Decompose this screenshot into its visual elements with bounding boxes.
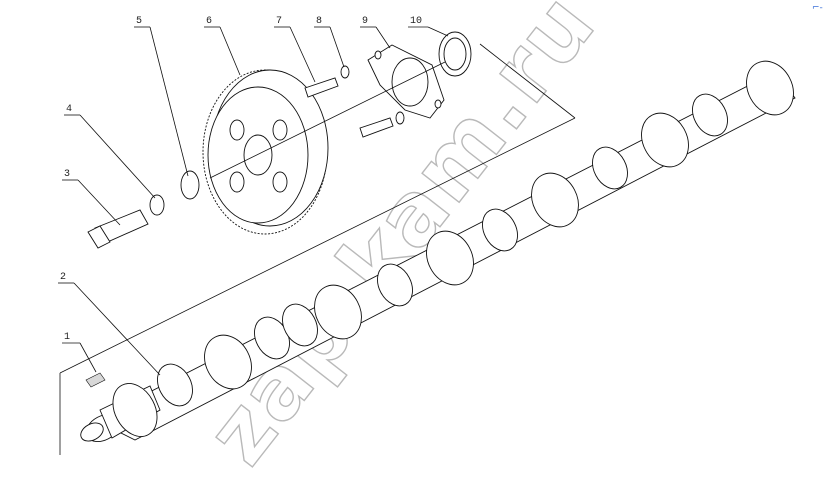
- callout-label-9: 9: [362, 16, 368, 27]
- lock-washer: [149, 194, 165, 216]
- callout-label-3: 3: [64, 169, 70, 180]
- callout-5: 5: [134, 16, 189, 177]
- flange-bolts: [304, 77, 394, 138]
- callout-7: 7: [274, 16, 316, 83]
- camshaft: [80, 60, 796, 443]
- callout-9: 9: [360, 16, 391, 49]
- callout-6: 6: [204, 16, 241, 76]
- callout-10: 10: [408, 16, 449, 37]
- callout-label-10: 10: [410, 16, 422, 27]
- flange-washer-1: [340, 65, 350, 79]
- spacer-ring: [438, 31, 472, 77]
- callout-1: 1: [62, 332, 97, 373]
- callout-label-4: 4: [66, 104, 72, 115]
- callout-label-1: 1: [64, 332, 70, 343]
- callout-label-8: 8: [316, 16, 322, 27]
- callout-8: 8: [314, 16, 345, 68]
- flange-washer-2: [395, 111, 405, 125]
- gear-bolt: [87, 209, 149, 249]
- callout-4: 4: [64, 104, 156, 199]
- callout-label-7: 7: [276, 16, 282, 27]
- callout-2: 2: [58, 272, 161, 376]
- thrust-washer: [180, 170, 200, 200]
- camshaft-frame: [59, 43, 576, 455]
- callout-label-2: 2: [60, 272, 66, 283]
- assembly-axis: [209, 61, 446, 179]
- callout-label-6: 6: [206, 16, 212, 27]
- callout-3: 3: [62, 169, 121, 226]
- callout-label-5: 5: [136, 16, 142, 27]
- corner-mark: ⌐-: [812, 3, 823, 13]
- camshaft-gear: [202, 69, 329, 235]
